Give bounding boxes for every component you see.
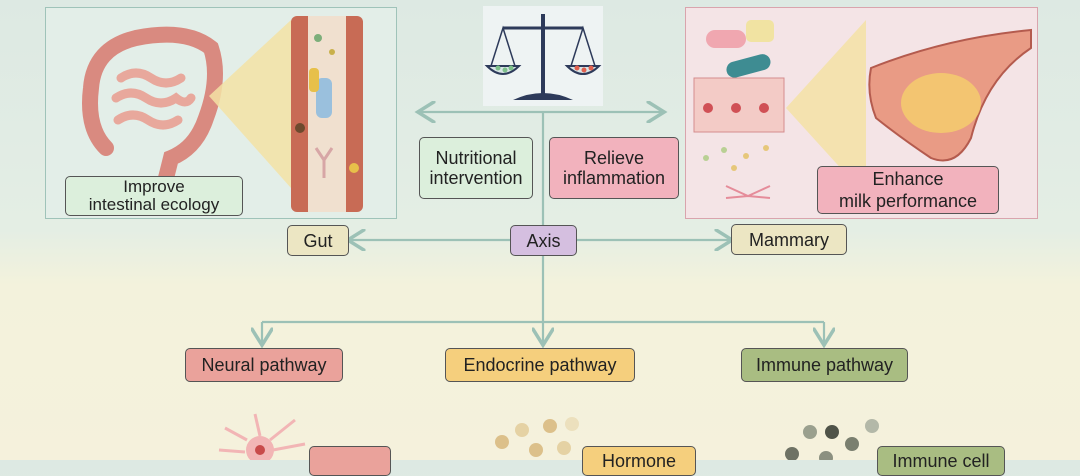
hormone-label: Hormone — [582, 446, 696, 476]
mammary-panel: Enhance milk performance — [685, 7, 1038, 219]
endocrine-pathway-label: Endocrine pathway — [445, 348, 635, 382]
neural-detail-label — [309, 446, 391, 476]
improve-intestinal-ecology-label: Improve intestinal ecology — [65, 176, 243, 216]
relieve-inflammation-label: Relieve inflammation — [549, 137, 679, 199]
mammary-label: Mammary — [731, 224, 847, 255]
intestine-illustration — [82, 16, 363, 212]
scale-panel — [483, 6, 603, 106]
mammary-illustration — [693, 20, 1032, 199]
immune-cells-icon — [785, 419, 879, 460]
hormone-particles-icon — [495, 417, 579, 457]
enhance-milk-performance-label: Enhance milk performance — [817, 166, 999, 214]
nutritional-intervention-label: Nutritional intervention — [419, 137, 533, 199]
immune-cell-label: Immune cell — [877, 446, 1005, 476]
axis-label: Axis — [510, 225, 577, 256]
immune-pathway-label: Immune pathway — [741, 348, 908, 382]
gut-label: Gut — [287, 225, 349, 256]
neuron-icon — [218, 413, 306, 460]
neural-pathway-label: Neural pathway — [185, 348, 343, 382]
gut-panel: Improve intestinal ecology — [45, 7, 397, 219]
balance-scale-icon — [484, 14, 602, 100]
flow-connectors — [0, 0, 1080, 460]
